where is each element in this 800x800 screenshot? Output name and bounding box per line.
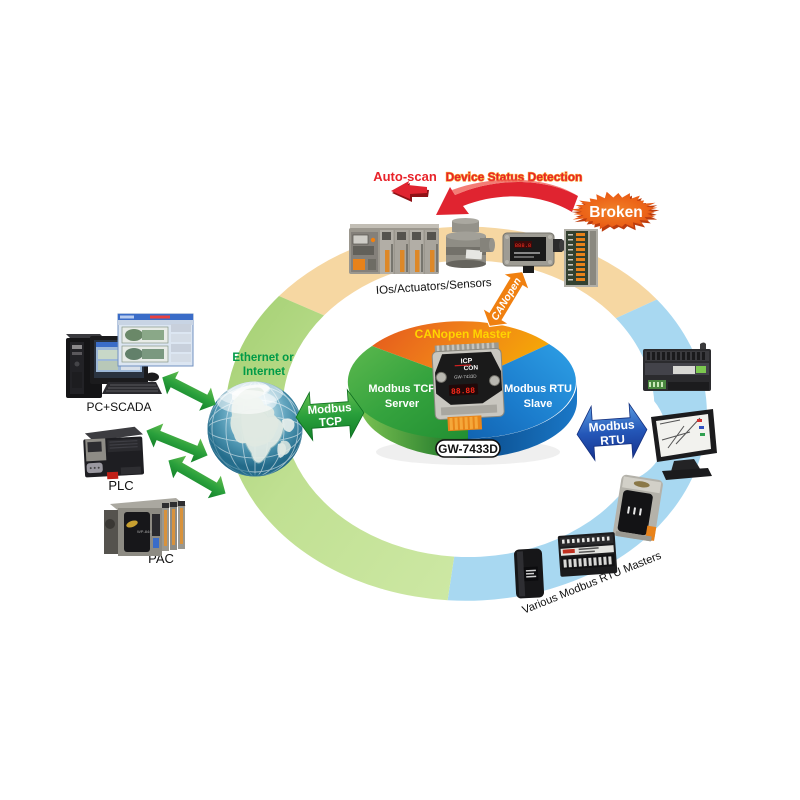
svg-text:88.88: 88.88: [451, 387, 476, 397]
svg-text:Modbus: Modbus: [588, 417, 635, 434]
svg-text:RTU: RTU: [600, 432, 626, 448]
svg-text:CANopen Master: CANopen Master: [415, 327, 512, 341]
svg-text:GW-7433D: GW-7433D: [454, 374, 477, 380]
svg-text:Auto-scan: Auto-scan: [373, 169, 437, 184]
svg-text:Server: Server: [385, 398, 420, 410]
svg-text:888.8: 888.8: [515, 242, 532, 249]
svg-text:Modbus TCP: Modbus TCP: [368, 383, 435, 395]
svg-text:Slave: Slave: [524, 398, 553, 410]
svg-text:TCP: TCP: [319, 416, 343, 430]
svg-text:Internet: Internet: [243, 366, 285, 378]
svg-text:CON: CON: [463, 364, 478, 372]
svg-text:Device Status Detection: Device Status Detection: [446, 170, 583, 184]
svg-text:IOs/Actuators/Sensors: IOs/Actuators/Sensors: [375, 276, 492, 297]
svg-text:PC+SCADA: PC+SCADA: [86, 400, 151, 414]
svg-text:ICP: ICP: [460, 358, 472, 366]
svg-text:GW-7433D: GW-7433D: [438, 442, 498, 456]
svg-text:Modbus RTU: Modbus RTU: [504, 383, 572, 395]
svg-text:Ethernet or: Ethernet or: [232, 352, 294, 364]
svg-text:Broken: Broken: [589, 204, 642, 221]
svg-text:PLC: PLC: [108, 478, 133, 493]
svg-text:Modbus: Modbus: [307, 402, 352, 417]
svg-text:CANopen: CANopen: [489, 276, 524, 323]
svg-text:WP-8449: WP-8449: [137, 529, 154, 534]
